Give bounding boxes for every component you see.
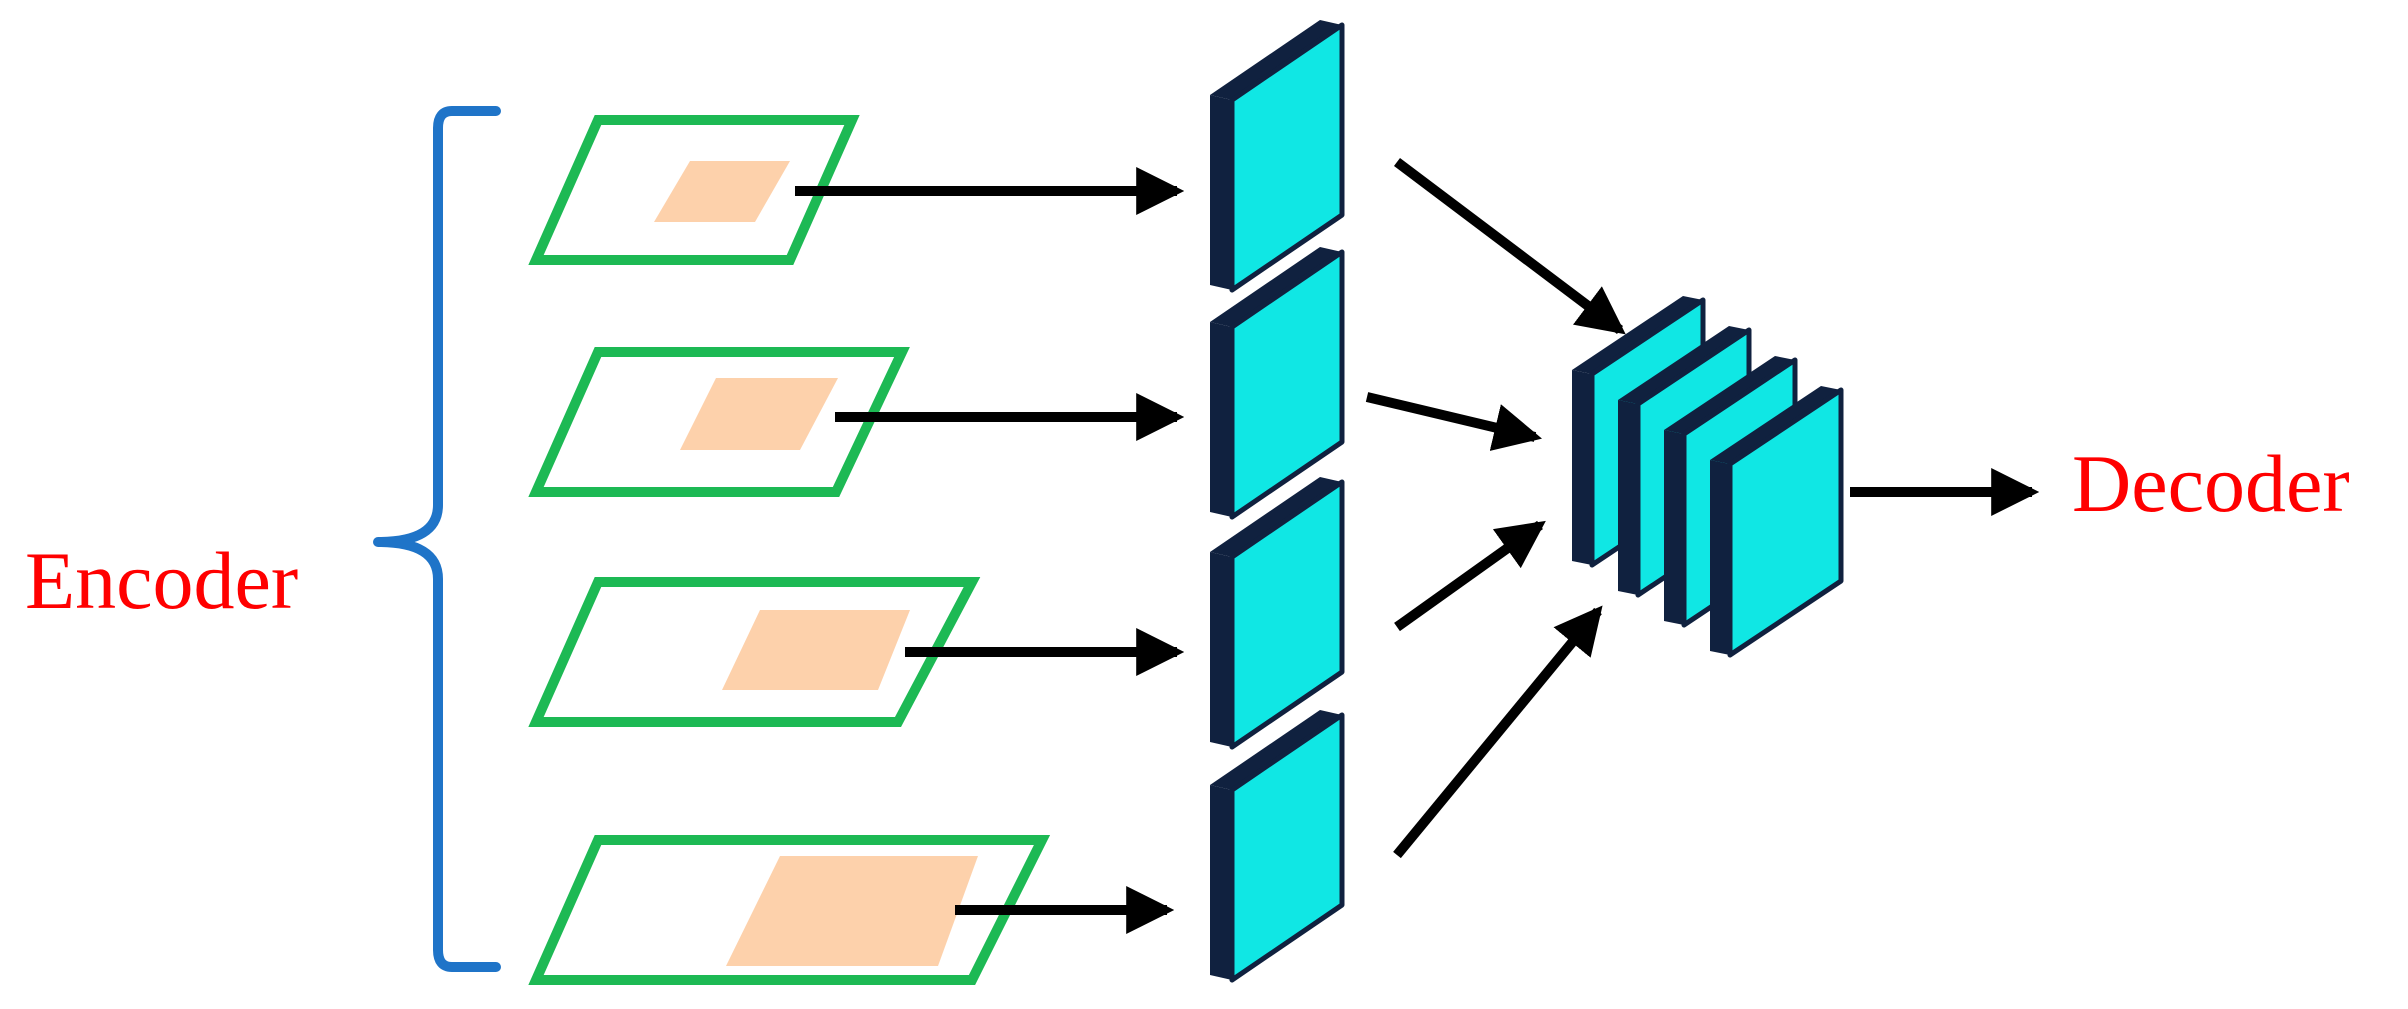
decoder-label: Decoder: [2072, 438, 2350, 529]
block-side: [1210, 552, 1232, 747]
fused-layer-4: [1710, 386, 1844, 658]
input-frame-2: [528, 347, 910, 497]
layer-side: [1664, 430, 1684, 625]
layer-side: [1710, 460, 1730, 655]
block-4-to-fusion-arrow: [1393, 605, 1603, 859]
target-patch: [722, 610, 910, 690]
block-side: [1210, 785, 1232, 980]
input-frame-4: [528, 835, 1051, 985]
layer-side: [1572, 370, 1592, 565]
target-patch: [726, 856, 978, 966]
block-face: [1229, 712, 1345, 983]
block-top: [1210, 477, 1342, 557]
block-face: [1229, 22, 1345, 293]
feature-block-2: [1210, 247, 1345, 520]
layer-top: [1572, 296, 1703, 374]
block-side: [1210, 95, 1232, 290]
encoder-label: Encoder: [25, 535, 299, 626]
block-1-to-fusion-arrow: [1393, 158, 1626, 335]
block-face: [1229, 249, 1345, 520]
input-frame-1: [528, 115, 860, 265]
input-frame-3: [528, 577, 981, 727]
layer-top: [1710, 386, 1841, 464]
layer-top: [1664, 356, 1795, 434]
block-top: [1210, 710, 1342, 790]
target-patch: [680, 378, 838, 450]
block-face: [1229, 479, 1345, 750]
feature-block-3: [1210, 477, 1345, 750]
block-top: [1210, 20, 1342, 100]
fused-feature-stack: [1572, 296, 1844, 658]
layer-top: [1618, 326, 1749, 404]
encoder-brace: [373, 106, 501, 972]
feature-block-4: [1210, 710, 1345, 983]
target-patch: [654, 161, 790, 222]
feature-block-1: [1210, 20, 1345, 293]
layer-side: [1618, 400, 1638, 595]
block-3-to-fusion-arrow: [1394, 520, 1546, 632]
layer-face: [1727, 387, 1844, 658]
block-top: [1210, 247, 1342, 327]
block-2-to-fusion-arrow: [1365, 392, 1543, 451]
block-side: [1210, 322, 1232, 517]
